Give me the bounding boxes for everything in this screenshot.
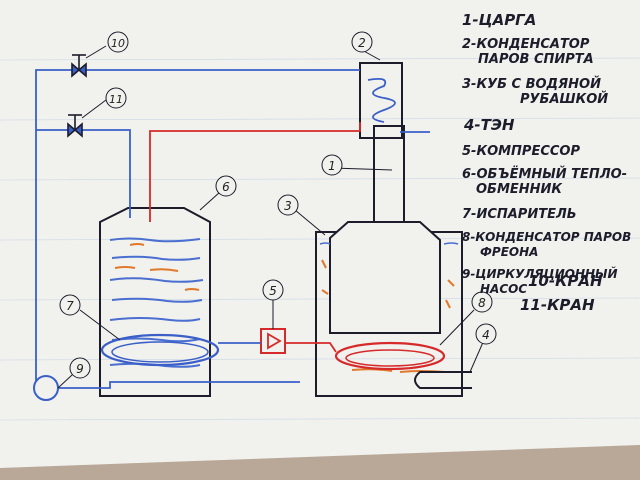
legend-item-6-cont: ОБМЕННИК bbox=[476, 182, 563, 197]
svg-text:1: 1 bbox=[328, 159, 336, 173]
cooling-water-line-top bbox=[35, 69, 360, 382]
svg-text:10: 10 bbox=[111, 37, 125, 50]
marker-7: 7 bbox=[59, 294, 81, 316]
svg-text:7: 7 bbox=[66, 299, 74, 313]
svg-text:11: 11 bbox=[109, 93, 123, 106]
marker-3: 3 bbox=[277, 194, 299, 216]
freon-discharge-pipe bbox=[285, 342, 337, 353]
svg-text:5: 5 bbox=[269, 284, 277, 298]
legend-item-11: 11-КРАН bbox=[520, 296, 595, 314]
marker-4: 4 bbox=[475, 323, 497, 345]
legend-item-4: 4-ТЭН bbox=[463, 116, 515, 134]
freon-condenser-coil bbox=[334, 341, 446, 371]
svg-text:3: 3 bbox=[284, 199, 292, 213]
legend-item-3-cont: РУБАШКОЙ bbox=[520, 91, 608, 107]
vapor-pipe bbox=[149, 122, 361, 222]
svg-text:8: 8 bbox=[478, 296, 486, 310]
heating-element bbox=[414, 371, 472, 389]
legend-item-10: 10-КРАН bbox=[528, 272, 603, 290]
marker-5: 5 bbox=[262, 279, 284, 301]
legend-item-8-cont: ФРЕОНА bbox=[480, 245, 538, 259]
svg-text:2: 2 bbox=[358, 36, 366, 50]
marker-11: 11 bbox=[105, 87, 127, 109]
water-level-marks bbox=[109, 237, 204, 368]
still-cube bbox=[329, 221, 441, 334]
freon-condenser-coil-inner bbox=[345, 349, 435, 367]
legend-item-2-cont: ПАРОВ СПИРТА bbox=[478, 52, 594, 67]
marker-10: 10 bbox=[107, 31, 129, 53]
column-tube bbox=[373, 125, 405, 223]
legend-item-6: 6-ОБЪЁМНЫЙ ТЕПЛО- bbox=[462, 166, 627, 182]
legend-item-9: 9-ЦИРКУЛЯЦИОННЫЙ bbox=[462, 266, 618, 281]
legend-item-8: 8-КОНДЕНСАТОР ПАРОВ bbox=[462, 230, 631, 244]
circulation-pump bbox=[33, 375, 59, 401]
condenser-coil bbox=[367, 77, 396, 123]
jacket-water bbox=[319, 242, 459, 245]
legend: 1-ЦАРГА 2-КОНДЕНСАТОР ПАРОВ СПИРТА 3-КУБ… bbox=[462, 11, 631, 314]
return-water-line bbox=[54, 381, 300, 389]
legend-item-5: 5-КОМПРЕССОР bbox=[462, 144, 580, 159]
still-water-jacket bbox=[315, 221, 463, 397]
marker-6: 6 bbox=[215, 175, 237, 197]
marker-1: 1 bbox=[321, 154, 343, 176]
paper-sheet bbox=[0, 0, 640, 468]
marker-2: 2 bbox=[351, 31, 373, 53]
heat-exchanger-tank bbox=[99, 207, 211, 397]
legend-item-2: 2-КОНДЕНСАТОР bbox=[462, 37, 590, 52]
svg-text:6: 6 bbox=[222, 180, 230, 194]
valve-11 bbox=[67, 114, 83, 138]
legend-item-3: 3-КУБ С ВОДЯНОЙ bbox=[462, 76, 601, 92]
evaporator-coil bbox=[100, 333, 220, 367]
legend-item-7: 7-ИСПАРИТЕЛЬ bbox=[462, 207, 577, 222]
marker-9: 9 bbox=[69, 357, 91, 379]
compressor-arrow-icon bbox=[267, 332, 282, 350]
marker-8: 8 bbox=[471, 291, 493, 313]
legend-item-9-cont: НАСОС bbox=[480, 282, 527, 296]
alcohol-condenser bbox=[359, 62, 403, 139]
legend-item-1: 1-ЦАРГА bbox=[462, 11, 536, 29]
paper-grid bbox=[0, 57, 640, 421]
valve-10 bbox=[71, 54, 87, 78]
svg-text:9: 9 bbox=[76, 362, 84, 376]
number-markers: 1 2 3 4 5 6 7 8 9 10 11 bbox=[59, 31, 497, 379]
pipes bbox=[35, 69, 430, 389]
evaporator-coil-inner bbox=[111, 341, 209, 363]
sediment-marks bbox=[114, 243, 200, 291]
leader-lines bbox=[57, 45, 485, 389]
svg-text:4: 4 bbox=[482, 328, 490, 342]
